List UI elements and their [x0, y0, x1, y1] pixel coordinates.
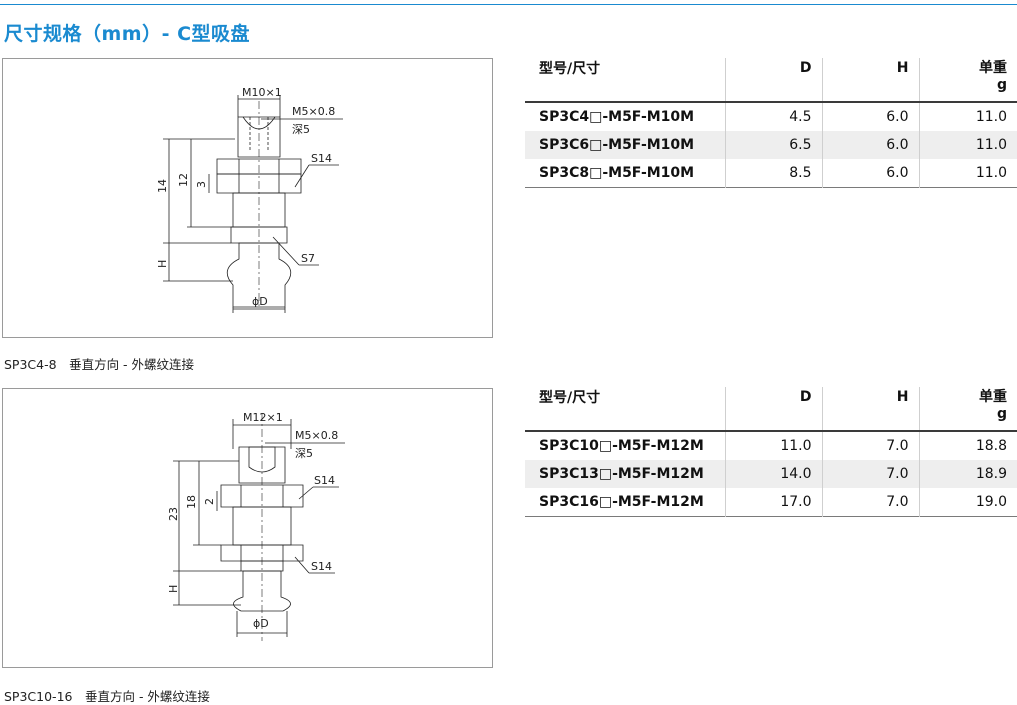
thread-size-label: M12×1 [243, 411, 283, 424]
port-size-label: M5×0.8 [292, 105, 335, 118]
dim-thread-label: 12 [177, 173, 190, 187]
cell-d: 8.5 [724, 159, 822, 188]
cell-d: 6.5 [724, 131, 822, 159]
cell-h: 7.0 [821, 488, 919, 517]
cell-weight: 18.8 [918, 431, 1017, 460]
cell-d: 17.0 [724, 488, 822, 517]
dim-h-label: H [156, 260, 169, 268]
hex-body-label: S7 [301, 252, 315, 265]
cell-weight: 11.0 [918, 131, 1017, 159]
cell-weight: 18.9 [918, 460, 1017, 488]
col-header-h: H [821, 58, 919, 102]
dim-d-label: ϕD [252, 295, 268, 308]
dim-small-label: 3 [195, 181, 208, 188]
cell-d: 4.5 [724, 102, 822, 131]
cell-h: 6.0 [821, 159, 919, 188]
hex-nut-label: S14 [311, 152, 332, 165]
cell-model: SP3C6□-M5F-M10M [539, 137, 695, 153]
cell-model: SP3C10□-M5F-M12M [539, 438, 704, 454]
col-header-h: H [821, 387, 919, 431]
suction-cup-drawing-2: M12×1 M5×0.8 深5 S14 S14 23 18 2 H ϕD [167, 411, 345, 641]
drawing-caption-2: SP3C10-16 垂直方向 - 外螺纹连接 [4, 689, 210, 704]
port-depth-label: 深5 [292, 123, 310, 136]
cell-h: 7.0 [821, 431, 919, 460]
col-header-model: 型号/尺寸 [539, 61, 601, 77]
dim-h-label: H [167, 585, 180, 593]
drawing-panel-1: M10×1 M5×0.8 深5 S14 S7 14 12 3 H ϕD [2, 58, 493, 338]
dim-thread-label: 18 [185, 495, 198, 509]
cell-h: 6.0 [821, 131, 919, 159]
cell-model: SP3C4□-M5F-M10M [539, 109, 695, 125]
cell-h: 7.0 [821, 460, 919, 488]
port-depth-label: 深5 [295, 447, 313, 460]
cell-weight: 11.0 [918, 159, 1017, 188]
dim-d-label: ϕD [253, 617, 269, 630]
port-size-label: M5×0.8 [295, 429, 338, 442]
page-title: 尺寸规格（mm）- C型吸盘 [4, 23, 251, 45]
hex-body-label: S14 [311, 560, 332, 573]
cell-weight: 19.0 [918, 488, 1017, 517]
cell-h: 6.0 [821, 102, 919, 131]
dim-total-label: 23 [167, 507, 180, 521]
drawing-caption-1: SP3C4-8 垂直方向 - 外螺纹连接 [4, 357, 195, 372]
header-rule [0, 4, 1017, 5]
cell-model: SP3C16□-M5F-M12M [539, 494, 704, 510]
drawing-panel-2: M12×1 M5×0.8 深5 S14 S14 23 18 2 H ϕD [2, 388, 493, 668]
thread-size-label: M10×1 [242, 86, 282, 99]
dim-small-label: 2 [203, 498, 216, 505]
cell-d: 14.0 [724, 460, 822, 488]
suction-cup-drawing-1: M10×1 M5×0.8 深5 S14 S7 14 12 3 H ϕD [156, 86, 343, 313]
hex-nut-label: S14 [314, 474, 335, 487]
col-header-d: D [724, 387, 822, 431]
col-header-model: 型号/尺寸 [539, 390, 601, 406]
cell-model: SP3C13□-M5F-M12M [539, 466, 704, 482]
col-header-d: D [724, 58, 822, 102]
dim-total-label: 14 [156, 179, 169, 193]
cell-weight: 11.0 [918, 102, 1017, 131]
cell-d: 11.0 [724, 431, 822, 460]
cell-model: SP3C8□-M5F-M10M [539, 165, 695, 181]
